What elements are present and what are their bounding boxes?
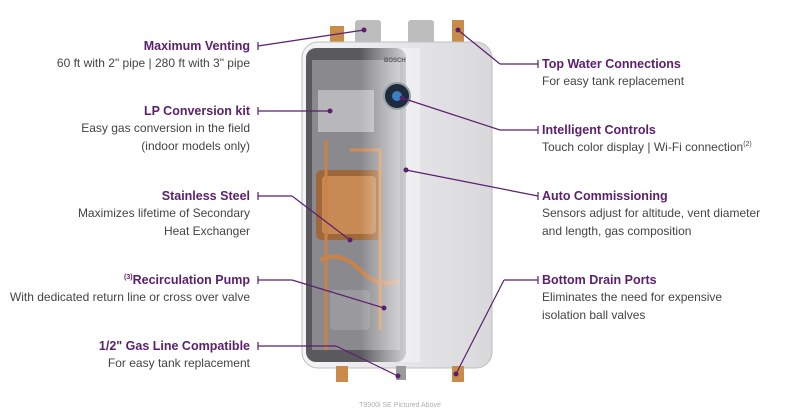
vent-pipe [355,20,381,46]
brand-label: BOSCH [384,58,406,64]
callout-desc: Maximizes lifetime of Secondary [77,206,250,220]
callout-desc: (indoor models only) [141,139,250,153]
callout-desc: Easy gas conversion in the field [81,121,250,135]
callout-title: Bottom Drain Ports [542,273,657,287]
callout-title: (3)Recirculation Pump [124,273,250,287]
callout-desc: Eliminates the need for expensive [542,290,723,304]
callout-title: LP Conversion kit [143,104,250,118]
bottom-fitting [396,366,406,380]
callout-gas-line: 1/2" Gas Line Compatible For easy tank r… [99,338,250,372]
callout-bottom-drain-ports: Bottom Drain Ports Eliminates the need f… [542,272,722,324]
footnote-marker: (3) [124,273,133,281]
callout-title: Auto Commissioning [542,189,668,203]
callout-title: 1/2" Gas Line Compatible [98,339,250,353]
image-caption: T9900i SE Pictured Above [359,402,441,409]
footnote-marker: (2) [743,141,752,148]
callout-title: Maximum Venting [143,39,250,53]
callout-maximum-venting: Maximum Venting 60 ft with 2" pipe | 280… [57,38,250,72]
callout-desc: 60 ft with 2" pipe | 280 ft with 3" pipe [56,56,250,70]
callout-desc: For easy tank replacement [542,74,685,88]
callout-desc: isolation ball valves [542,308,646,322]
callout-desc: Heat Exchanger [163,224,250,238]
callout-lp-conversion: LP Conversion kit Easy gas conversion in… [81,103,250,155]
leader-lines [257,29,539,377]
leader-dots [327,27,461,379]
callout-title: Stainless Steel [161,189,250,203]
callout-desc: Touch color display | Wi-Fi connection(2… [542,140,752,154]
callout-intelligent-controls: Intelligent Controls Touch color display… [542,122,752,156]
callout-desc: With dedicated return line or cross over… [9,290,250,304]
callout-auto-commissioning: Auto Commissioning Sensors adjust for al… [542,188,760,240]
callout-top-water-connections: Top Water Connections For easy tank repl… [542,56,684,90]
callout-recirculation-pump: (3)Recirculation Pump With dedicated ret… [10,272,250,306]
callout-desc: and length, gas composition [542,224,692,238]
callout-desc: For easy tank replacement [107,356,250,370]
vent-pipe [408,20,434,46]
callout-title: Intelligent Controls [542,123,656,137]
callout-stainless-steel: Stainless Steel Maximizes lifetime of Se… [78,188,250,240]
bottom-fitting [336,366,348,382]
callout-title: Top Water Connections [542,57,681,71]
callout-desc: Sensors adjust for altitude, vent diamet… [542,206,761,220]
